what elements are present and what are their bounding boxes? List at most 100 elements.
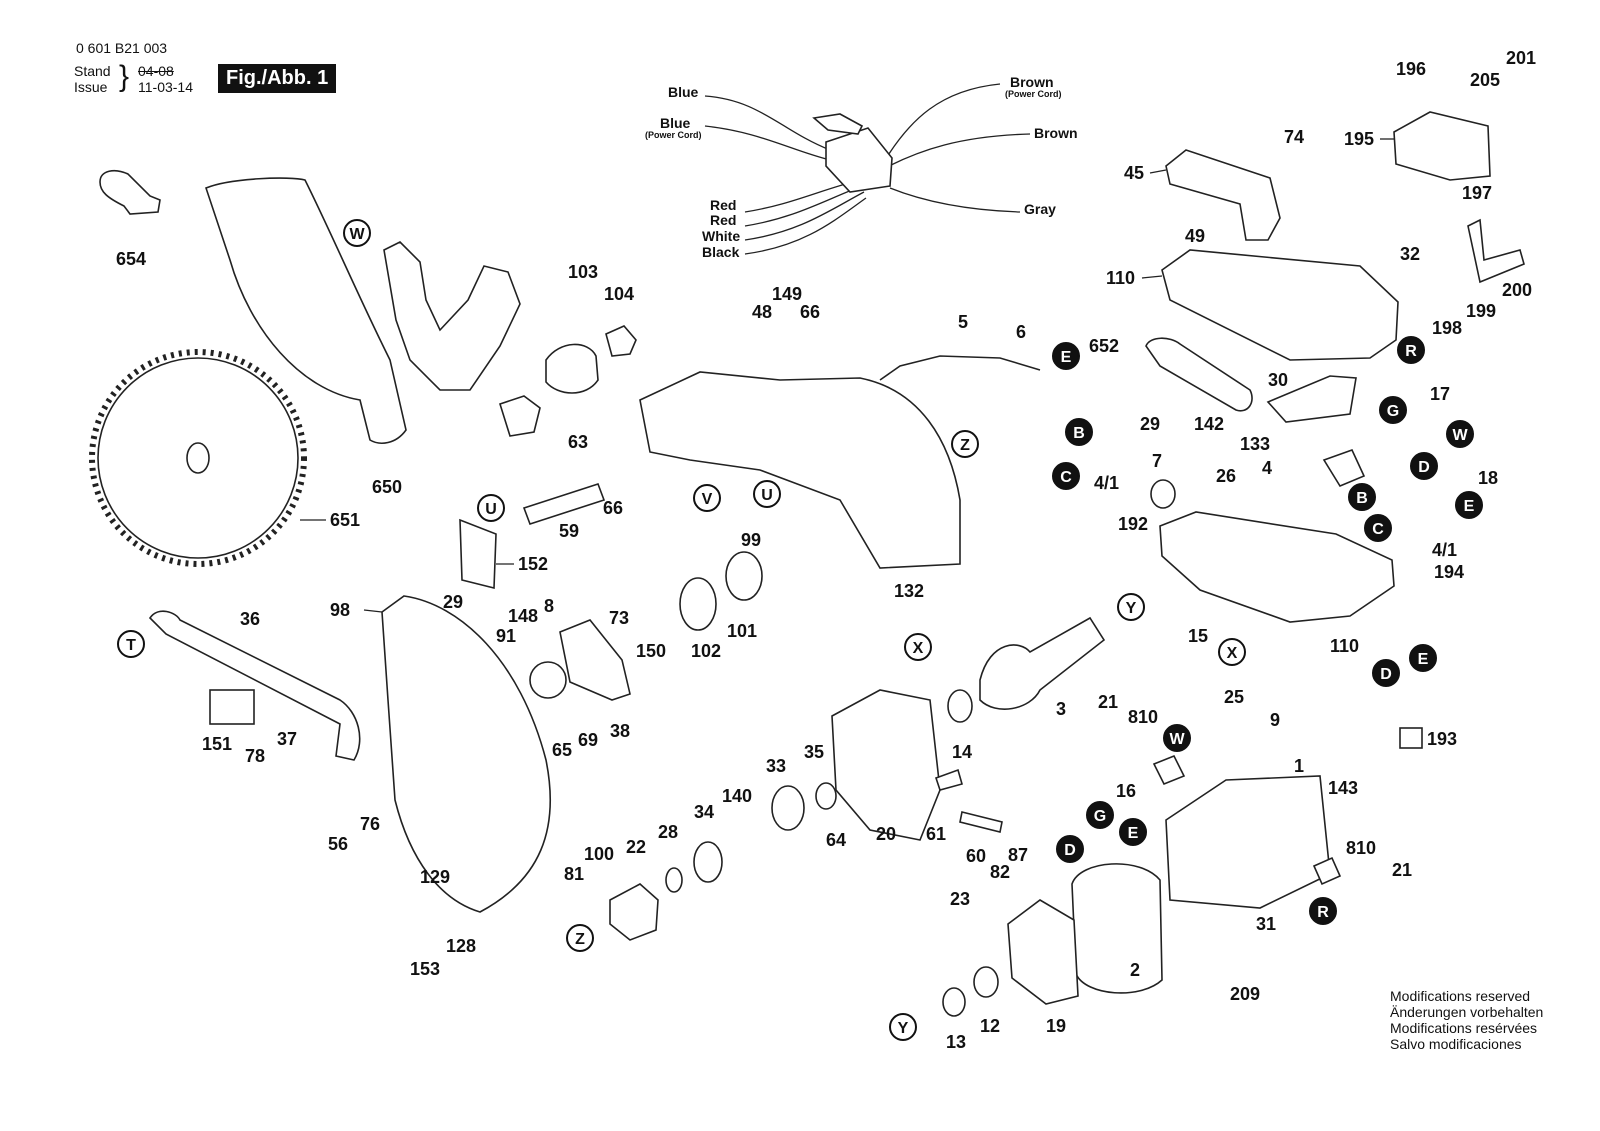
svg-text:W: W [1169, 731, 1185, 748]
svg-text:E: E [1128, 825, 1139, 842]
svg-text:98: 98 [330, 600, 350, 620]
bearing-14-part [947, 689, 973, 723]
svg-text:22: 22 [626, 837, 646, 857]
svg-text:63: 63 [568, 432, 588, 452]
svg-text:B: B [1356, 490, 1368, 507]
svg-text:20: 20 [876, 824, 896, 844]
svg-text:128: 128 [446, 936, 476, 956]
svg-text:3: 3 [1056, 699, 1066, 719]
shaft-part [522, 483, 606, 525]
svg-text:102: 102 [691, 641, 721, 661]
pin-60-part [959, 811, 1003, 833]
modifications-note: Modifications reserved Änderungen vorbeh… [1390, 988, 1543, 1052]
sleeve-192-part [1150, 479, 1176, 509]
svg-text:152: 152 [518, 554, 548, 574]
handle-45-part [1165, 149, 1281, 241]
motor-housing-1-part [1165, 775, 1331, 909]
svg-text:103: 103 [568, 262, 598, 282]
issue-value: 11-03-14 [138, 79, 194, 95]
svg-text:197: 197 [1462, 183, 1492, 203]
svg-text:66: 66 [800, 302, 820, 322]
svg-text:6: 6 [1016, 322, 1026, 342]
mod-line-es: Salvo modificaciones [1390, 1036, 1522, 1052]
svg-text:65: 65 [552, 740, 572, 760]
wiring-harness [704, 83, 1031, 255]
svg-text:18: 18 [1478, 468, 1498, 488]
svg-text:35: 35 [804, 742, 824, 762]
svg-text:192: 192 [1118, 514, 1148, 534]
svg-text:E: E [1061, 349, 1072, 366]
wire-label-white: White [702, 228, 740, 244]
svg-text:81: 81 [564, 864, 584, 884]
svg-text:153: 153 [410, 959, 440, 979]
svg-text:17: 17 [1430, 384, 1450, 404]
svg-text:143: 143 [1328, 778, 1358, 798]
svg-text:651: 651 [330, 510, 360, 530]
svg-text:21: 21 [1098, 692, 1118, 712]
stand-label: Stand [74, 63, 111, 79]
svg-text:654: 654 [116, 249, 146, 269]
lower-guard-part [381, 595, 552, 913]
svg-text:G: G [1387, 403, 1399, 420]
svg-text:29: 29 [443, 592, 463, 612]
svg-text:45: 45 [1124, 163, 1144, 183]
svg-text:34: 34 [694, 802, 714, 822]
svg-text:D: D [1418, 459, 1430, 476]
svg-text:140: 140 [722, 786, 752, 806]
svg-text:15: 15 [1188, 626, 1208, 646]
svg-text:2: 2 [1130, 960, 1140, 980]
wire-label-brown: Brown [1034, 125, 1078, 141]
svg-text:U: U [761, 487, 773, 504]
svg-text:195: 195 [1344, 129, 1374, 149]
svg-text:U: U [485, 501, 497, 518]
mod-line-fr: Modifications resérvées [1390, 1020, 1538, 1036]
svg-text:150: 150 [636, 641, 666, 661]
svg-text:650: 650 [372, 477, 402, 497]
switch-box-part [1322, 449, 1366, 488]
plug-part [499, 395, 541, 437]
svg-text:201: 201 [1506, 48, 1536, 68]
svg-text:G: G [1094, 808, 1106, 825]
svg-text:198: 198 [1432, 318, 1462, 338]
svg-text:C: C [1060, 469, 1072, 486]
svg-text:196: 196 [1396, 59, 1426, 79]
svg-text:48: 48 [752, 302, 772, 322]
washer-28-part [665, 867, 683, 893]
svg-text:110: 110 [1330, 636, 1359, 656]
svg-text:78: 78 [245, 746, 265, 766]
switch-part [459, 518, 497, 590]
wire-label-blue: Blue [668, 84, 699, 100]
svg-text:32: 32 [1400, 244, 1420, 264]
lever-arm-part [148, 610, 361, 761]
svg-text:Z: Z [575, 931, 585, 948]
svg-text:64: 64 [826, 830, 846, 850]
part-number-labels: 654 650 651 103 104 48 149 66 63 66 59 1… [116, 48, 1536, 1052]
svg-text:132: 132 [894, 581, 924, 601]
svg-text:21: 21 [1392, 860, 1412, 880]
wire-label-power-cord: (Power Cord) [645, 130, 702, 140]
end-cap-19-part [1007, 899, 1079, 1005]
brush-193-part [1399, 727, 1423, 749]
figure-badge: Fig./Abb. 1 [218, 64, 337, 93]
svg-text:76: 76 [360, 814, 380, 834]
mod-line-en: Modifications reserved [1390, 988, 1531, 1004]
wire-label-brown-power-sub: (Power Cord) [1005, 89, 1062, 99]
svg-text:56: 56 [328, 834, 348, 854]
brace-icon: } [119, 60, 130, 93]
flange-101-part [725, 551, 763, 601]
wire-label-black: Black [702, 244, 740, 260]
document-code: 0 601 B21 003 [76, 40, 168, 56]
wire-label-gray: Gray [1024, 201, 1056, 217]
stand-value: 04-08 [138, 63, 174, 79]
svg-text:D: D [1064, 842, 1076, 859]
stator-part [1071, 863, 1163, 994]
svg-text:9: 9 [1270, 710, 1280, 730]
svg-text:74: 74 [1284, 127, 1304, 147]
cover-195-part [1393, 111, 1491, 181]
svg-text:R: R [1405, 343, 1417, 360]
torsion-spring-part [545, 343, 599, 394]
top-cover-110-part [1161, 249, 1399, 361]
svg-text:91: 91 [496, 626, 516, 646]
svg-text:23: 23 [950, 889, 970, 909]
